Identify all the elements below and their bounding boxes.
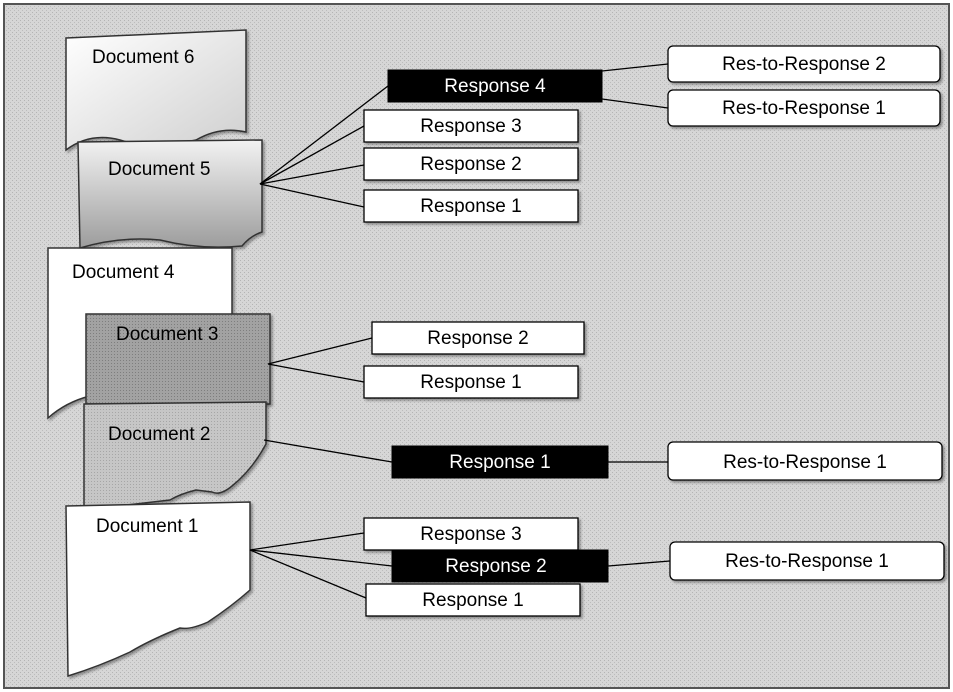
document-3-label: Document 3 xyxy=(116,324,218,345)
response-3-d1: Response 3 xyxy=(363,517,579,551)
connector-d3-r2 xyxy=(267,337,373,365)
response-1-d1: Response 1 xyxy=(365,583,581,617)
response-1-d1-label: Response 1 xyxy=(422,590,523,611)
connector-r4-rr2 xyxy=(601,63,669,72)
connector-d5-r1 xyxy=(259,183,365,208)
connector-d2-r1 xyxy=(263,439,393,463)
response-4-d5: Response 4 xyxy=(387,69,603,103)
response-3-d5-label: Response 3 xyxy=(420,116,521,137)
document-2: Document 2 xyxy=(83,401,267,511)
connector-d3-r1 xyxy=(267,363,365,383)
connector-d1-r1 xyxy=(249,549,367,599)
document-2-label: Document 2 xyxy=(108,424,210,445)
document-2-page xyxy=(83,401,267,511)
response-2-d1: Response 2 xyxy=(391,549,609,583)
document-1-page xyxy=(65,501,251,678)
res-to-response-1-d2-label: Res-to-Response 1 xyxy=(723,452,887,473)
document-6: Document 6 xyxy=(65,29,247,152)
document-4-label: Document 4 xyxy=(72,262,175,283)
document-1-label: Document 1 xyxy=(96,516,198,537)
response-2-d1-label: Response 2 xyxy=(445,556,546,577)
res-to-response-1-d1-label: Res-to-Response 1 xyxy=(725,551,889,572)
response-1-d2: Response 1 xyxy=(391,445,609,479)
response-4-d5-label: Response 4 xyxy=(444,76,546,97)
response-3-d5: Response 3 xyxy=(363,109,579,143)
document-5-page xyxy=(77,139,263,250)
response-2-d5: Response 2 xyxy=(363,147,579,181)
res-to-response-2-d5-label: Res-to-Response 2 xyxy=(722,54,886,75)
res-to-response-1-d2: Res-to-Response 1 xyxy=(667,441,943,481)
document-5: Document 5 xyxy=(77,139,263,250)
response-1-d3: Response 1 xyxy=(363,365,579,399)
response-2-d3-label: Response 2 xyxy=(427,328,528,349)
response-3-d1-label: Response 3 xyxy=(420,524,521,545)
document-1: Document 1 xyxy=(65,501,251,678)
res-to-response-1-d5-label: Res-to-Response 1 xyxy=(722,98,886,119)
response-1-d5: Response 1 xyxy=(363,189,579,223)
response-1-d3-label: Response 1 xyxy=(420,372,521,393)
res-to-response-1-d5: Res-to-Response 1 xyxy=(667,89,941,127)
document-5-label: Document 5 xyxy=(108,159,210,180)
connectors xyxy=(249,63,671,599)
document-3: Document 3 xyxy=(85,313,271,405)
connector-d1-r2 xyxy=(249,549,393,567)
document-6-label: Document 6 xyxy=(92,47,194,68)
res-to-response-2-d5: Res-to-Response 2 xyxy=(667,45,941,83)
connector-d1-r3 xyxy=(249,532,365,551)
connector-r4-rr1 xyxy=(601,98,669,109)
res-to-response-1-d1: Res-to-Response 1 xyxy=(669,541,945,581)
response-1-d5-label: Response 1 xyxy=(420,196,521,217)
connector-d5-r2 xyxy=(259,164,365,185)
response-2-d3: Response 2 xyxy=(371,321,585,355)
connector-d5-r4 xyxy=(259,85,389,185)
connector-d1r2-rr1 xyxy=(607,560,671,567)
response-1-d2-label: Response 1 xyxy=(449,452,550,473)
connector-d5-r3 xyxy=(259,125,365,185)
document-3-page xyxy=(85,313,271,405)
response-2-d5-label: Response 2 xyxy=(420,154,521,175)
